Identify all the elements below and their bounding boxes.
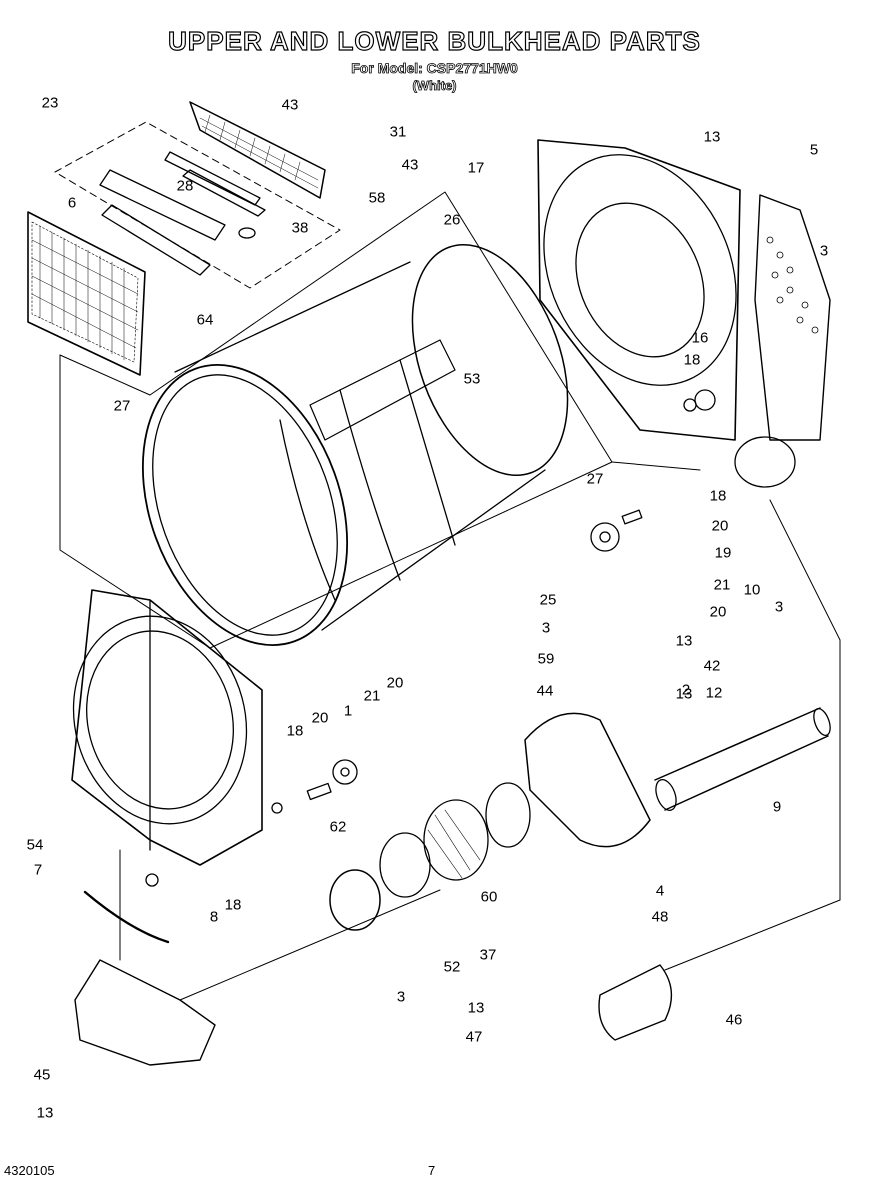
callout-2: 2 (681, 681, 691, 699)
blower-assembly (329, 712, 651, 931)
callout-38: 38 (291, 219, 309, 237)
drum (141, 243, 569, 646)
callout-54: 54 (26, 836, 44, 854)
callout-58: 58 (368, 189, 386, 207)
page-number: 7 (428, 1163, 436, 1178)
model-subtitle: For Model: CSP2771HW0 (351, 60, 518, 77)
callout-10: 10 (743, 581, 761, 599)
toe-panel (74, 959, 216, 1066)
callout-23: 23 (41, 94, 59, 112)
callout-4: 4 (655, 882, 665, 900)
callout-20: 20 (709, 603, 727, 621)
callout-13: 13 (36, 1104, 54, 1122)
callout-9: 9 (772, 798, 782, 816)
callout-53: 53 (463, 370, 481, 388)
callout-16: 16 (691, 329, 709, 347)
callout-59: 59 (537, 650, 555, 668)
leader-lines (119, 499, 841, 1001)
callout-20: 20 (386, 674, 404, 692)
callout-48: 48 (651, 908, 669, 926)
callout-1: 1 (343, 702, 353, 720)
color-subtitle: (White) (412, 78, 457, 94)
document-number: 4320105 (4, 1163, 55, 1178)
callout-18: 18 (224, 896, 242, 914)
heater-duct (734, 194, 831, 488)
callout-52: 52 (443, 958, 461, 976)
lint-screen (27, 211, 146, 376)
callout-64: 64 (196, 311, 214, 329)
callout-3: 3 (819, 242, 829, 260)
drum-leader-right (611, 461, 701, 471)
callout-8: 8 (209, 908, 219, 926)
exhaust-vent-tube (598, 964, 673, 1041)
callout-25: 25 (539, 591, 557, 609)
callout-6: 6 (67, 194, 77, 212)
lint-housing-group-outline (54, 121, 341, 289)
callout-37: 37 (479, 946, 497, 964)
rear-bulkhead (537, 139, 741, 441)
callout-31: 31 (389, 123, 407, 141)
callout-43: 43 (401, 156, 419, 174)
callout-19: 19 (714, 544, 732, 562)
roller-assemblies (145, 509, 643, 887)
callout-3: 3 (396, 988, 406, 1006)
callout-45: 45 (33, 1066, 51, 1084)
callout-7: 7 (33, 861, 43, 879)
exhaust-duct (654, 707, 831, 811)
callout-13: 13 (467, 999, 485, 1017)
callout-18: 18 (709, 487, 727, 505)
callout-27: 27 (586, 470, 604, 488)
callout-43: 43 (281, 96, 299, 114)
callout-17: 17 (467, 159, 485, 177)
callout-18: 18 (683, 351, 701, 369)
callout-28: 28 (176, 177, 194, 195)
callout-47: 47 (465, 1028, 483, 1046)
page-title: UPPER AND LOWER BULKHEAD PARTS (168, 25, 701, 56)
lint-housing-parts (99, 151, 266, 276)
callout-21: 21 (713, 576, 731, 594)
callout-27: 27 (113, 397, 131, 415)
callout-42: 42 (703, 657, 721, 675)
felt-seal (83, 890, 170, 944)
callout-20: 20 (311, 709, 329, 727)
callout-20: 20 (711, 517, 729, 535)
callout-12: 12 (705, 684, 723, 702)
screen-grille (189, 101, 326, 199)
callout-3: 3 (774, 598, 784, 616)
callout-26: 26 (443, 211, 461, 229)
callout-44: 44 (536, 682, 554, 700)
callout-62: 62 (329, 818, 347, 836)
callout-18: 18 (286, 722, 304, 740)
callout-60: 60 (480, 888, 498, 906)
callout-13: 13 (675, 632, 693, 650)
callout-5: 5 (809, 141, 819, 159)
callout-46: 46 (725, 1011, 743, 1029)
callout-13: 13 (675, 685, 693, 703)
callout-13: 13 (703, 128, 721, 146)
callout-21: 21 (363, 687, 381, 705)
front-bulkhead (71, 589, 263, 866)
drum-group-outline (59, 191, 613, 649)
callout-3: 3 (541, 619, 551, 637)
